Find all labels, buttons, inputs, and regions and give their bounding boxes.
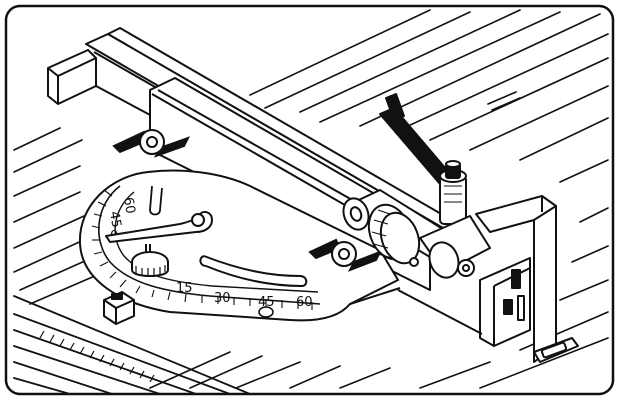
lock-handle bbox=[105, 211, 213, 243]
angle-pointer bbox=[258, 306, 274, 318]
miter-fence bbox=[47, 27, 463, 291]
scale-label-45: 45 bbox=[258, 295, 275, 310]
scale-label-30: 30 bbox=[214, 291, 231, 306]
scale-label-60: 60 bbox=[296, 295, 313, 310]
lock-knob bbox=[131, 244, 169, 277]
rod-collar bbox=[367, 203, 421, 267]
wing-nut-right bbox=[308, 238, 383, 272]
wing-nut-left bbox=[112, 129, 191, 158]
rail-ruler-ticks bbox=[39, 330, 155, 383]
scale-label-45-left: 45 bbox=[106, 210, 124, 229]
protractor-tick-marks bbox=[91, 189, 313, 310]
scale-label-15: 15 bbox=[176, 281, 193, 296]
stop-arm bbox=[419, 215, 491, 279]
gauge-bar-clip bbox=[103, 291, 135, 325]
table-surface-hatching bbox=[13, 9, 609, 389]
stop-bracket bbox=[475, 195, 579, 363]
clamp-post bbox=[439, 160, 467, 225]
protractor-body bbox=[78, 169, 400, 322]
scale-label-60-left: 60 bbox=[120, 196, 138, 215]
fence-base-plate bbox=[349, 287, 483, 335]
miter-slot-rail bbox=[13, 295, 251, 395]
